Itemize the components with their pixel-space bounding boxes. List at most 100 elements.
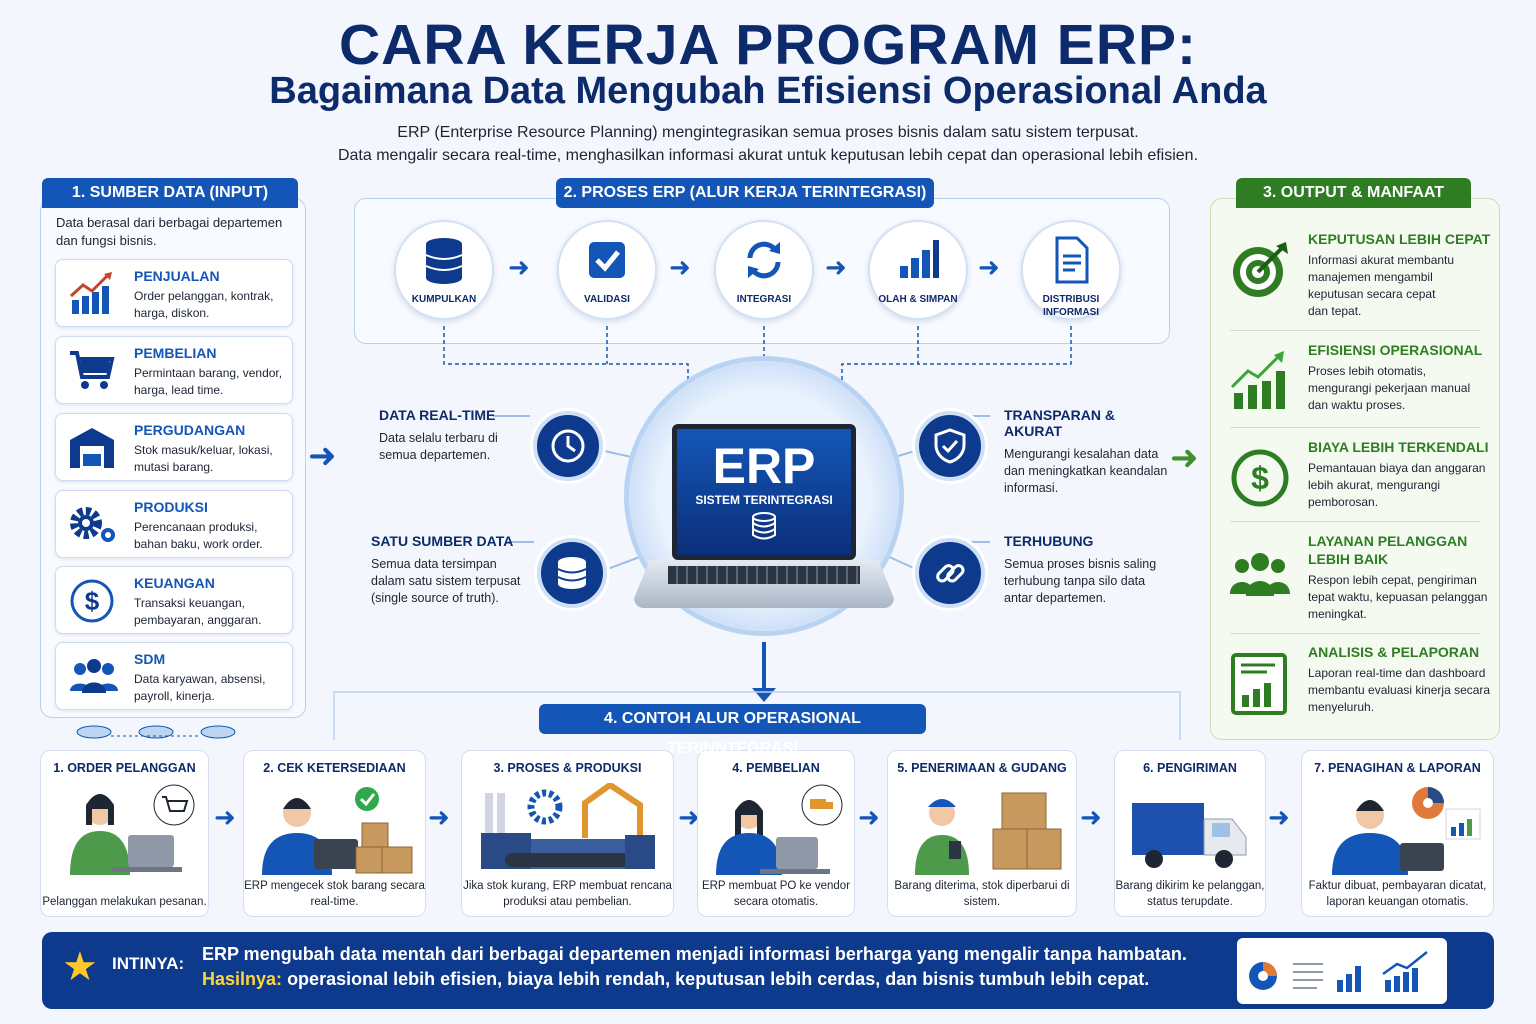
- text-label: Semua proses bisnis saling terhubung tan…: [1004, 557, 1157, 605]
- description-line-2: Data mengalir secara real-time, menghasi…: [337, 147, 1199, 164]
- arrow-icon: ➜: [1080, 802, 1102, 832]
- report-icon: [1231, 653, 1287, 715]
- text-label: TRANSPARAN & AKURAT: [1004, 407, 1115, 439]
- erp-subtitle: SISTEM TERINTEGRASI: [695, 493, 833, 507]
- purchasing-laptop-truck-icon: [715, 784, 842, 875]
- dollar-icon: $: [1231, 449, 1289, 507]
- text-label: Faktur dibuat, pembayaran dicatat, lapor…: [1308, 880, 1487, 908]
- output-item-keputusan: KEPUTUSAN LEBIH CEPAT Informasi akurat me…: [1230, 230, 1490, 325]
- database-icon: [425, 238, 463, 284]
- text-label: Semua data tersimpan dalam satu sistem t…: [371, 557, 521, 605]
- text-label: 2. CEK KETERSEDIAAN: [263, 761, 406, 775]
- flow-step-pengiriman: 6. PENGIRIMAN Barang dikirim ke pelangga…: [1114, 750, 1266, 917]
- text-label: VALIDASI: [584, 294, 630, 305]
- text-label: TERHUBUNG: [1004, 533, 1094, 549]
- page-subtitle: Bagaimana Data Mengubah Efisiensi Operas…: [269, 70, 1267, 112]
- input-header: 1. SUMBER DATA (INPUT): [42, 178, 298, 208]
- text-label: Stok masuk/keluar, lokasi, mutasi barang…: [134, 443, 273, 474]
- text-label: Informasi akurat membantu manajemen meng…: [1308, 253, 1455, 318]
- database-icon: [752, 512, 776, 540]
- factory-icon: [481, 781, 655, 869]
- growth-chart-icon: [1230, 351, 1285, 409]
- gears-icon: [70, 507, 115, 542]
- text-label: KUMPULKAN: [411, 294, 477, 305]
- warehouse-icon: [70, 428, 114, 468]
- flow-step-produksi: 3. PROSES & PRODUKSI Jika stok kurang, E…: [461, 750, 674, 917]
- sync-icon: [747, 241, 781, 279]
- step-validasi: VALIDASI: [557, 220, 657, 320]
- stock-check-icon: [262, 787, 413, 875]
- output-header: 3. OUTPUT & MANFAAT: [1236, 178, 1471, 208]
- text-label: ERP membuat PO ke vendor secara otomatis…: [701, 880, 851, 908]
- feature-terhubung: TERHUBUNG Semua proses bisnis saling terh…: [1004, 533, 1164, 607]
- text-label: PERGUDANGAN: [134, 422, 246, 438]
- erp-logo: ERP: [712, 438, 816, 494]
- delivery-truck-icon: [1132, 803, 1247, 868]
- text-label: LAYANAN PELANGGAN LEBIH BAIK: [1308, 533, 1468, 567]
- arrow-icon: ➜: [428, 802, 450, 832]
- arrow-erp-to-output-icon: ➜: [1170, 439, 1199, 477]
- svg-text:$: $: [1251, 460, 1269, 496]
- text-label: ANALISIS & PELAPORAN: [1308, 644, 1480, 660]
- summary-result-text: operasional lebih efisien, biaya lebih r…: [287, 969, 1150, 989]
- text-label: Permintaan barang, vendor, harga, lead t…: [134, 366, 283, 397]
- text-label: KEUANGAN: [134, 575, 215, 591]
- text-label: Proses lebih otomatis, mengurangi pekerj…: [1308, 364, 1471, 412]
- people-icon: [70, 659, 118, 693]
- step-kumpulkan: KUMPULKAN: [394, 220, 494, 320]
- text-label: Pelanggan melakukan pesanan.: [42, 896, 207, 908]
- flow-step-gudang: 5. PENERIMAAN & GUDANG Barang diterima, …: [887, 750, 1077, 917]
- dashboard-charts-icon: [1249, 951, 1428, 992]
- text-label: Respon lebih cepat, pengiriman tepat wak…: [1308, 573, 1488, 621]
- text-label: ERP mengecek stok barang secara real-tim…: [244, 880, 425, 908]
- text-label: KEPUTUSAN LEBIH CEPAT: [1308, 231, 1491, 247]
- warehouse-worker-boxes-icon: [915, 792, 1062, 875]
- step-olah-simpan: OLAH & SIMPAN: [868, 220, 968, 320]
- clock-icon: [533, 411, 603, 481]
- customer-laptop-cart-icon: [69, 784, 194, 875]
- text-label: Laporan real-time dan dashboard membantu…: [1308, 666, 1491, 714]
- flow-step-cek: 2. CEK KETERSEDIAAN ERP mengecek stok ba…: [243, 750, 426, 917]
- text-label: Jika stok kurang, ERP membuat rencana pr…: [463, 880, 672, 908]
- text-label: Data selalu terbaru di semua departemen.: [379, 431, 498, 462]
- database-icon: [537, 538, 607, 608]
- input-card-penjualan: PENJUALAN Order pelanggan, kontrak, harga…: [55, 259, 293, 327]
- svg-text:$: $: [85, 586, 100, 616]
- arrow-icon: ➜: [858, 802, 880, 832]
- target-icon: [1233, 242, 1288, 297]
- text-label: Transaksi keuangan, pembayaran, anggaran…: [134, 596, 262, 627]
- text-label: 1. ORDER PELANGGAN: [53, 761, 196, 775]
- summary-line-2: Hasilnya: operasional lebih efisien, bia…: [202, 969, 1149, 990]
- arrow-icon: ➜: [978, 252, 1000, 282]
- text-label: EFISIENSI OPERASIONAL: [1308, 342, 1483, 358]
- arrow-input-to-erp-icon: ➜: [308, 437, 337, 475]
- link-icon: [915, 538, 985, 608]
- text-label: Order pelanggan, kontrak, harga, diskon.: [134, 289, 274, 320]
- text-label: Barang diterima, stok diperbarui di sist…: [894, 880, 1070, 908]
- bar-chart-icon: [900, 240, 939, 278]
- divider: [1230, 330, 1480, 331]
- process-header: 2. PROSES ERP (ALUR KERJA TERINTEGRASI): [556, 178, 934, 208]
- input-card-pergudangan: PERGUDANGAN Stok masuk/keluar, lokasi, mu…: [55, 413, 293, 481]
- divider: [1230, 521, 1480, 522]
- arrow-icon: ➜: [678, 802, 700, 832]
- page-title: CARA KERJA PROGRAM ERP:: [339, 13, 1197, 77]
- database-connectors: [76, 725, 236, 739]
- cart-icon: [70, 351, 115, 389]
- arrow-icon: ➜: [825, 252, 847, 282]
- arrow-icon: ➜: [508, 252, 530, 282]
- billing-report-icon: [1332, 787, 1481, 875]
- text-label: PENJUALAN: [134, 268, 220, 284]
- divider: [1230, 633, 1480, 634]
- flow-step-penagihan: 7. PENAGIHAN & LAPORAN Faktur dibuat, pe…: [1301, 750, 1494, 917]
- feature-data-real-time: DATA REAL-TIME Data selalu terbaru di sem…: [379, 407, 509, 464]
- document-icon: [1055, 236, 1089, 284]
- input-card-keuangan: $ KEUANGAN Transaksi keuangan, pembayaran…: [55, 566, 293, 634]
- text-label: DATA REAL-TIME: [379, 407, 496, 423]
